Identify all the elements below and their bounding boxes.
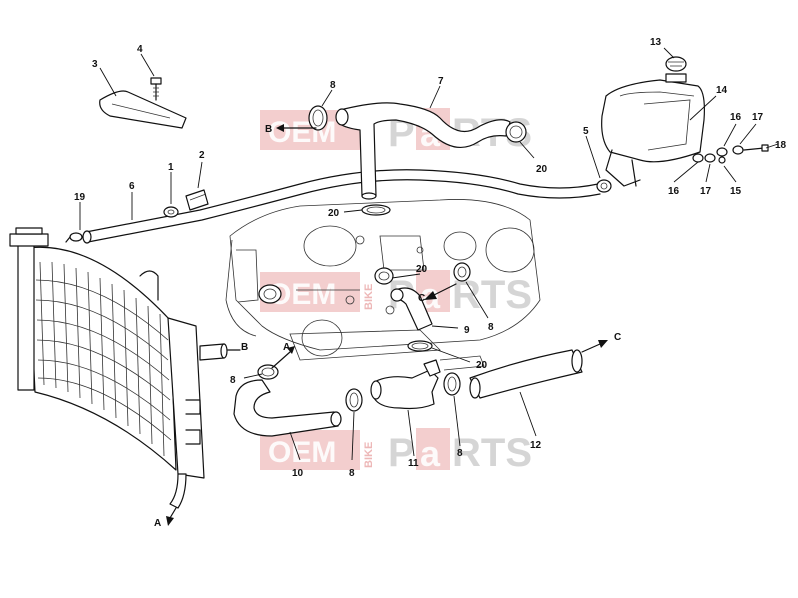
radiator-inlet-pipe	[199, 343, 228, 361]
clamp-part-20-top	[505, 121, 527, 143]
clamp-part-8-bottom	[345, 388, 363, 412]
nut-part-1	[163, 206, 179, 218]
clamp-part-8-mid	[453, 262, 471, 282]
flow-arrow-c-right	[581, 340, 608, 353]
flow-arrow-c-mid	[424, 283, 457, 300]
radiator	[17, 239, 205, 509]
clamp-part-20-upper-mid	[361, 204, 391, 216]
callout-13: 13	[650, 37, 662, 48]
radiator-filler-cap	[9, 227, 49, 247]
clip-part-19	[65, 232, 83, 243]
flow-label-a-top: A	[283, 342, 290, 353]
svg-text:OEM: OEM	[268, 436, 336, 469]
flow-label-c-mid: C	[418, 293, 425, 304]
clamp-part-8-right-bottom	[443, 372, 461, 396]
hose-part-6	[82, 169, 601, 244]
screw-part-4	[150, 77, 162, 101]
filler-cap-part-13	[665, 56, 687, 83]
callout-1: 1	[168, 162, 174, 173]
callout-18: 18	[775, 140, 787, 151]
hose-part-9	[390, 287, 433, 331]
svg-text:BIKE: BIKE	[363, 284, 375, 310]
callout-8-bottom-left: 8	[230, 375, 236, 386]
callout-15: 15	[730, 186, 742, 197]
svg-text:RTS: RTS	[452, 431, 532, 475]
callout-20-lower: 20	[476, 360, 488, 371]
hose-part-7	[335, 102, 511, 200]
expansion-tank-part-14	[601, 79, 705, 187]
callout-5: 5	[583, 126, 589, 137]
hose-part-10	[233, 379, 342, 437]
flow-label-b-top: B	[265, 124, 272, 135]
tank-mount-hardware	[692, 144, 769, 164]
flow-arrow-a-top	[271, 346, 295, 369]
hose-part-12	[469, 349, 583, 399]
callout-leaders	[79, 47, 779, 461]
svg-text:BIKE: BIKE	[363, 442, 375, 468]
callout-19: 19	[74, 192, 86, 203]
callout-2: 2	[199, 150, 205, 161]
flow-label-a-bottom: A	[154, 518, 161, 529]
callout-8-mid: 8	[488, 322, 494, 333]
callout-11: 11	[408, 458, 419, 469]
fitting-part-2	[185, 189, 209, 211]
clamp-part-8-bottom-left	[257, 364, 279, 380]
callout-16-bottom: 16	[668, 186, 680, 197]
callout-8-right-bottom: 8	[457, 448, 463, 459]
watermark-bottom: OEM BIKE P a RTS	[260, 428, 532, 475]
svg-text:a: a	[420, 433, 441, 474]
callout-8-top: 8	[330, 80, 336, 91]
flow-arrow-a-bottom	[166, 507, 177, 526]
callout-9: 9	[464, 325, 470, 336]
engine-block	[225, 199, 541, 371]
callout-17-top: 17	[752, 112, 764, 123]
clamp-part-8-top	[308, 105, 328, 131]
callout-8-bottom: 8	[349, 468, 355, 479]
callout-14: 14	[716, 85, 728, 96]
callout-3: 3	[92, 59, 98, 70]
thermostat-housing-part-11	[370, 359, 441, 410]
callout-4: 4	[137, 44, 143, 55]
o-ring-engine	[258, 284, 282, 304]
callout-12: 12	[530, 440, 542, 451]
clamp-part-20-mid	[374, 267, 394, 285]
flow-label-b-mid: B	[241, 342, 248, 353]
callout-20-upper-mid: 20	[328, 208, 340, 219]
callout-7: 7	[438, 76, 444, 87]
callout-20-mid: 20	[416, 264, 428, 275]
callout-20-top: 20	[536, 164, 548, 175]
callout-17-bottom: 17	[700, 186, 712, 197]
callout-16-top: 16	[730, 112, 742, 123]
callout-10: 10	[292, 468, 304, 479]
svg-text:P: P	[388, 431, 415, 475]
flow-label-c-right: C	[614, 332, 621, 343]
callout-6: 6	[129, 181, 135, 192]
flow-arrow-b-top	[276, 124, 317, 132]
clamp-part-20-lower	[407, 340, 433, 352]
bracket-part-3	[99, 90, 187, 129]
clip-part-5	[596, 179, 612, 193]
